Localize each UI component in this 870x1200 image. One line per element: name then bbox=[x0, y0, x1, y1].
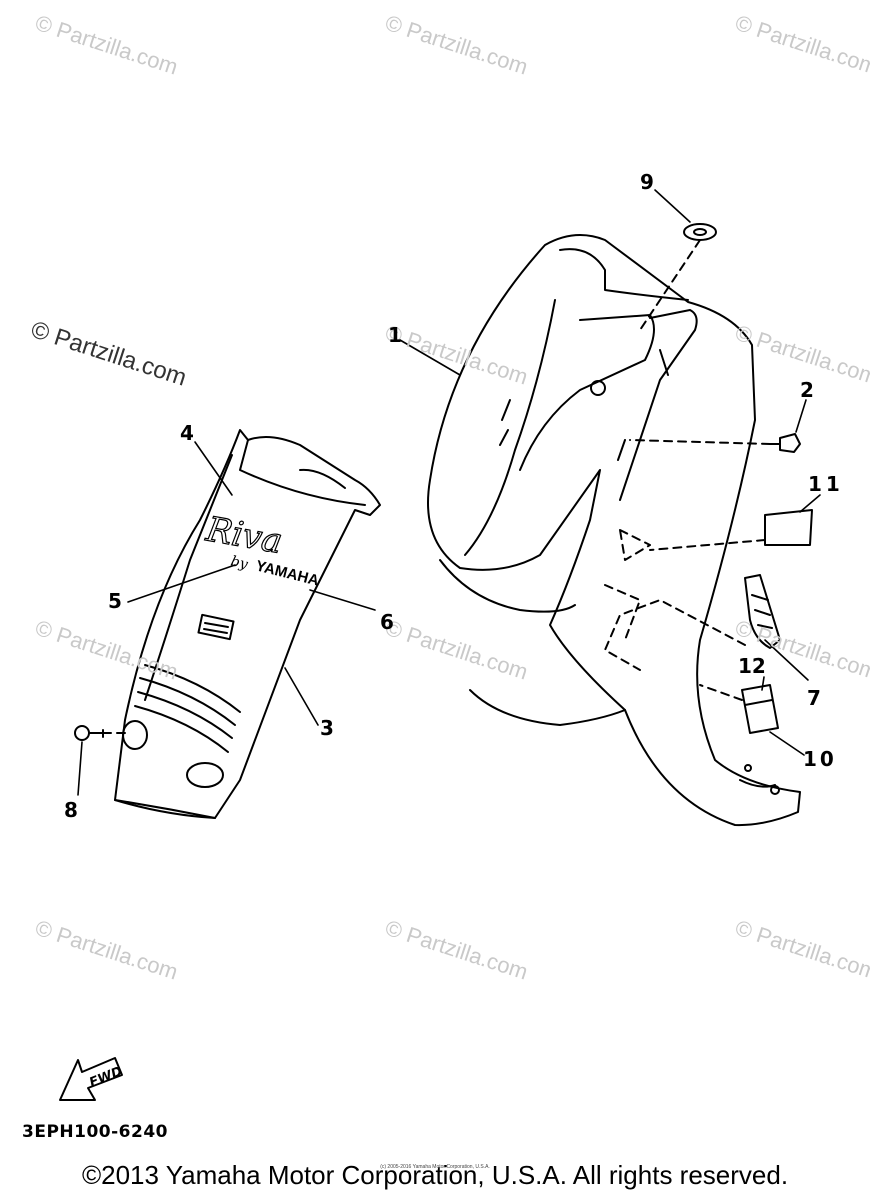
copyright: ©2013 Yamaha Motor Corporation, U.S.A. A… bbox=[81, 1160, 789, 1190]
yamaha-logo: YAMAHA bbox=[254, 557, 321, 589]
callout-6: 6 bbox=[380, 610, 394, 634]
leader-lines bbox=[77, 189, 821, 796]
callout-8: 8 bbox=[64, 798, 78, 822]
front-panel-part-3 bbox=[114, 429, 381, 819]
by-logo: by bbox=[229, 553, 250, 573]
callout-12: 12 bbox=[738, 654, 766, 678]
leg-shield-part-1 bbox=[427, 234, 801, 827]
callout-7: 7 bbox=[807, 686, 821, 710]
callout-11: 11 bbox=[808, 472, 844, 496]
callout-9: 9 bbox=[640, 170, 654, 194]
callout-5: 5 bbox=[108, 589, 122, 613]
copyright-small: (c) 2005-2016 Yamaha Motor Corporation, … bbox=[380, 1164, 490, 1170]
callout-3: 3 bbox=[320, 716, 334, 740]
screw-part-2 bbox=[769, 433, 801, 453]
label-part-12 bbox=[741, 684, 779, 734]
callout-1: 1 bbox=[388, 323, 402, 347]
grommet-part-9 bbox=[683, 223, 717, 241]
label-part-11 bbox=[764, 509, 813, 546]
callout-4: 4 bbox=[180, 421, 194, 445]
callout-2: 2 bbox=[800, 378, 814, 402]
dashed-leaders bbox=[102, 239, 771, 734]
callout-10: 10 bbox=[803, 747, 837, 771]
diagram-code: 3EPH100-6240 bbox=[22, 1122, 168, 1142]
riva-logo: Riva bbox=[202, 509, 285, 562]
fwd-arrow bbox=[59, 1057, 123, 1101]
screw-part-8 bbox=[74, 725, 104, 741]
bracket-part-7 bbox=[744, 574, 781, 649]
